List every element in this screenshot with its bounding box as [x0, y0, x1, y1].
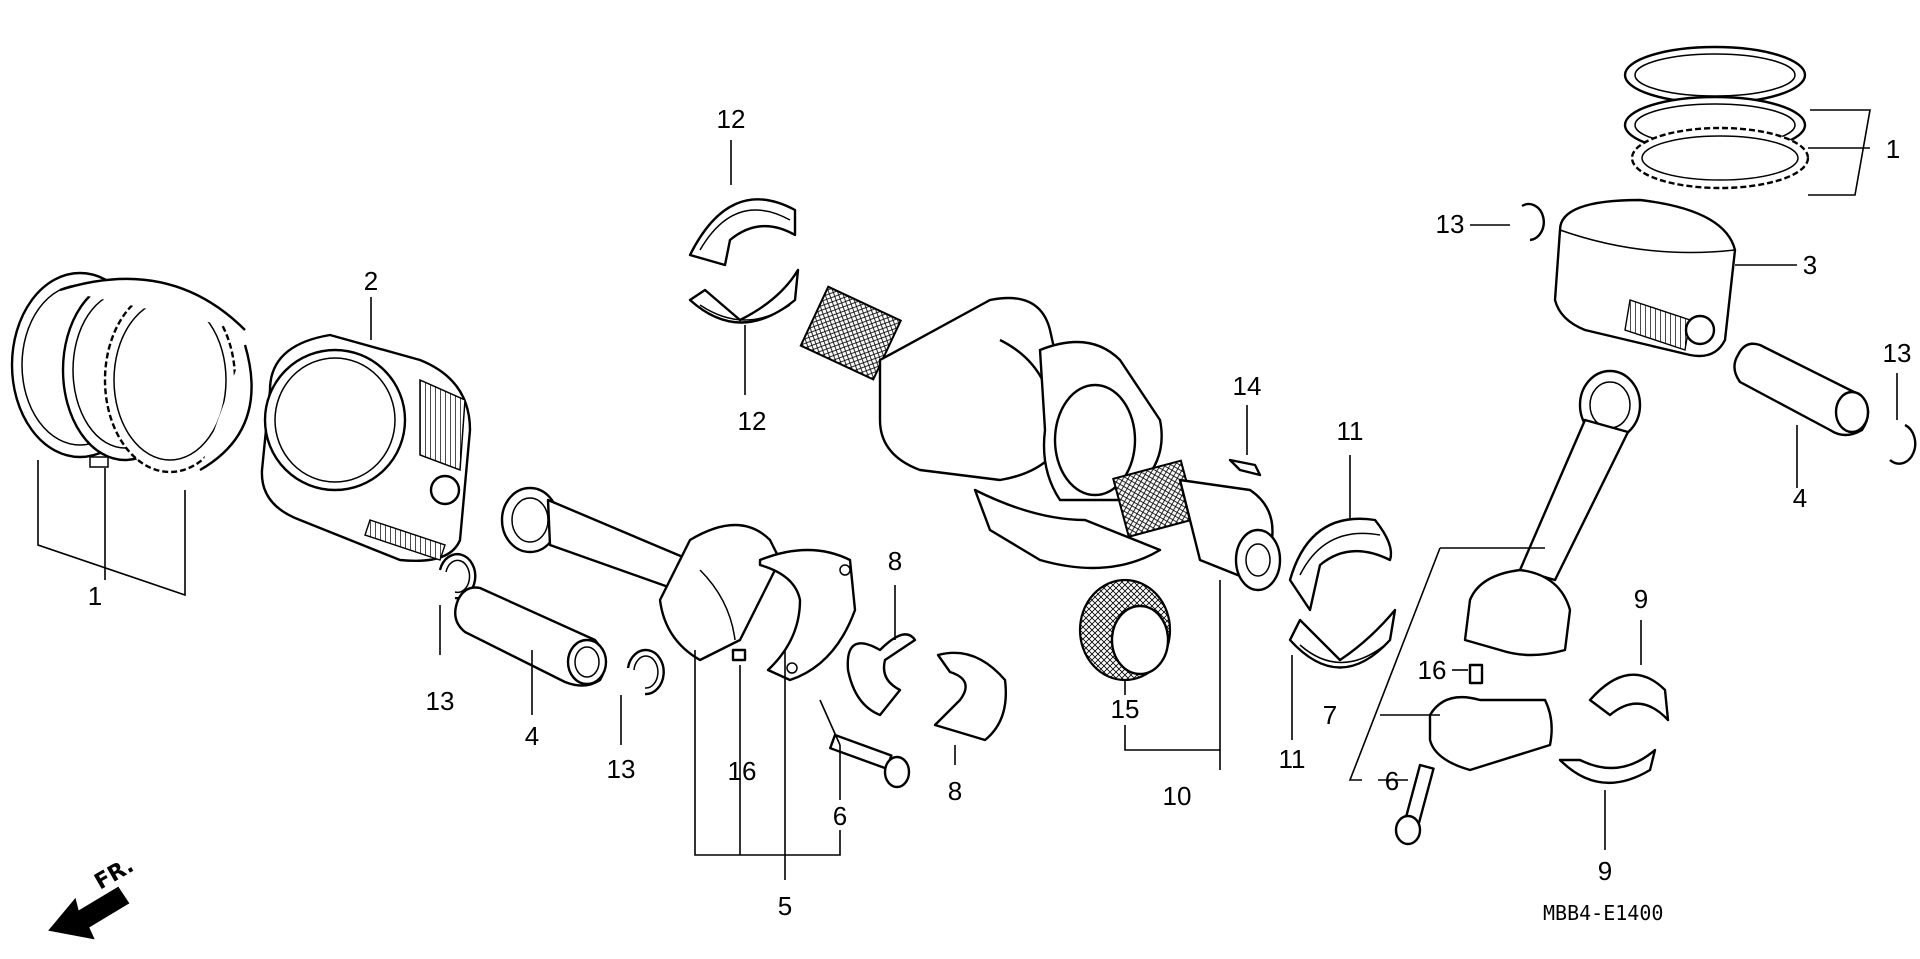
piston-pin-left: [454, 586, 608, 687]
bearing-11-lower: [1288, 608, 1397, 669]
bearing-11-upper: [1288, 517, 1393, 612]
callout-8-top: 8: [888, 546, 902, 576]
callout-13-right-top: 13: [1436, 209, 1465, 239]
front-label: FR.: [91, 853, 139, 895]
bearing-9-upper: [1588, 673, 1670, 722]
callout-15: 15: [1111, 694, 1140, 724]
crankshaft: [799, 285, 1282, 592]
piston-pin-right: [1733, 342, 1870, 437]
piston-right: [1553, 198, 1737, 358]
connecting-rod-right: [1428, 369, 1642, 772]
callout-9-top: 9: [1634, 584, 1648, 614]
callout-13-left: 13: [426, 686, 455, 716]
callout-9-bottom: 9: [1598, 856, 1612, 886]
callout-5: 5: [778, 891, 792, 921]
piston-rings-left: [10, 271, 253, 474]
rod-bolt-right: [1394, 763, 1435, 846]
callout-8-bottom: 8: [948, 776, 962, 806]
needle-bearing: [1078, 578, 1172, 682]
callout-6-left: 6: [833, 801, 847, 831]
connecting-rod-left: [500, 486, 857, 682]
callout-13-mid: 13: [607, 754, 636, 784]
rod-bolt-left: [829, 733, 911, 789]
callout-14: 14: [1233, 371, 1262, 401]
callout-12-top: 12: [717, 104, 746, 134]
dowel-pin-right: [1468, 663, 1484, 685]
callout-1-left: 1: [88, 581, 102, 611]
dowel-pin-left: [731, 648, 747, 662]
callout-numbers: 1 2 13 4 13 16 6 5 12 12 8 8 14 15 10 11…: [88, 104, 1912, 921]
bearing-12-lower: [688, 268, 800, 324]
callout-4-left: 4: [525, 721, 539, 751]
callout-3: 3: [1803, 250, 1817, 280]
leader-lines: [37, 109, 1898, 880]
callout-7: 7: [1323, 700, 1337, 730]
bearing-12-upper: [688, 198, 797, 267]
callout-10: 10: [1163, 781, 1192, 811]
callout-16-right: 16: [1418, 655, 1447, 685]
diagram-code: MBB4-E1400: [1543, 901, 1663, 925]
circlip-right-a: [1521, 202, 1545, 242]
callout-4-right: 4: [1793, 483, 1807, 513]
callout-11-bottom: 11: [1279, 744, 1306, 774]
callout-6-right: 6: [1385, 766, 1399, 796]
bearing-8-upper: [846, 633, 917, 717]
bearing-9-lower: [1558, 748, 1657, 785]
circlip-left-b: [626, 648, 665, 696]
woodruff-key: [1228, 458, 1262, 477]
piston-rings-right: [1623, 45, 1810, 190]
bearing-8-lower: [933, 651, 1007, 742]
callout-2: 2: [364, 266, 378, 296]
callout-1-right: 1: [1886, 134, 1900, 164]
circlip-right-b: [1889, 423, 1917, 465]
piston-left: [260, 333, 472, 562]
front-direction-arrow: FR.: [48, 853, 139, 940]
callout-11-top: 11: [1337, 416, 1364, 446]
callout-12-bottom: 12: [738, 406, 767, 436]
callout-16-left: 16: [728, 756, 757, 786]
callout-13-right: 13: [1883, 338, 1912, 368]
